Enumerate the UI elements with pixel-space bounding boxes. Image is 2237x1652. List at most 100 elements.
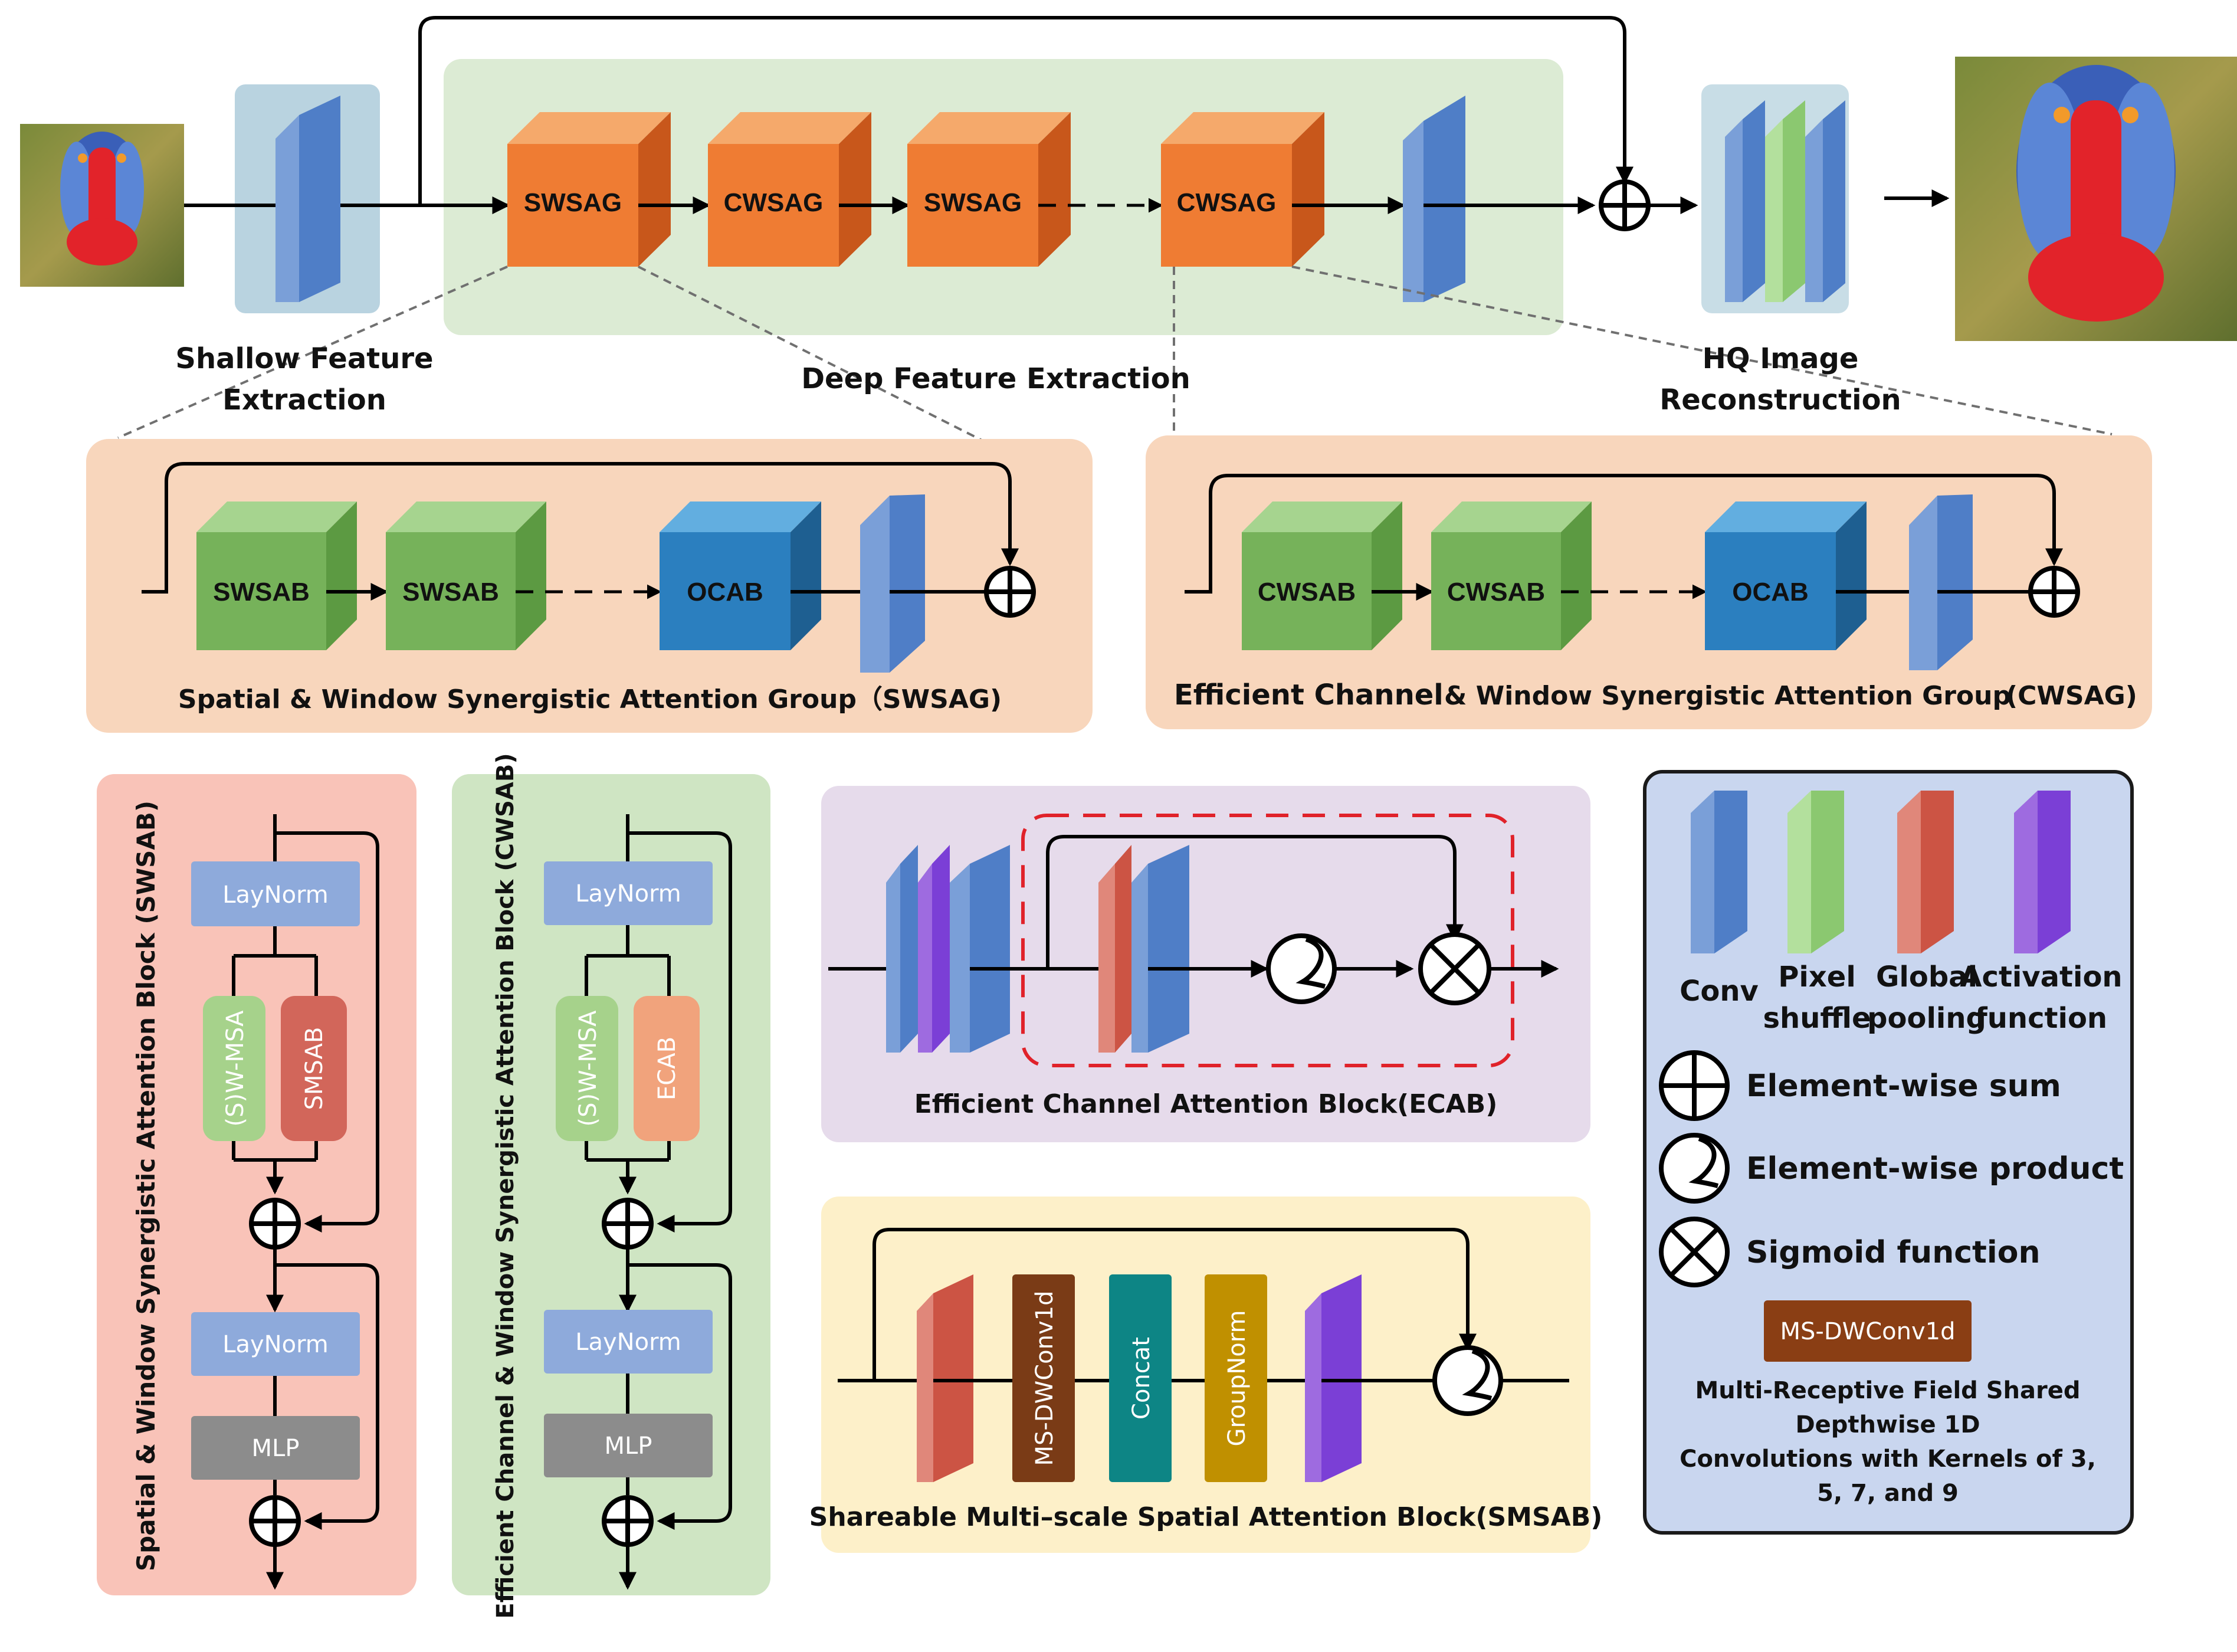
svg-text:MS-DWConv1d: MS-DWConv1d bbox=[1780, 1318, 1956, 1345]
swsab-mlp: MLP bbox=[191, 1416, 360, 1480]
cwsab-branch-b: ECAB bbox=[634, 996, 700, 1141]
legend-sigmoid-icon bbox=[1659, 1217, 1730, 1287]
smsab-activation-layer bbox=[1305, 1274, 1362, 1482]
svg-text:CWSAG: CWSAG bbox=[724, 188, 824, 217]
legend-act-label-1: Activation bbox=[1960, 961, 2122, 994]
legend-sigmoid-label: Sigmoid function bbox=[1746, 1235, 2040, 1270]
cwsag-title-c: (CWSAG) bbox=[2006, 681, 2137, 711]
legend-pool-label-2: pooling bbox=[1867, 1002, 1986, 1035]
top-block-4: CWSAG bbox=[1161, 112, 1324, 267]
top-block-1: SWSAG bbox=[507, 112, 671, 267]
smsab-product-icon bbox=[1432, 1345, 1503, 1416]
shallow-label-1: Shallow Feature bbox=[175, 342, 433, 375]
top-block-3: SWSAG bbox=[907, 112, 1071, 267]
legend-pixel-label-1: Pixel bbox=[1778, 961, 1856, 994]
output-image bbox=[1955, 57, 2237, 341]
swsab-sum1-icon bbox=[249, 1198, 301, 1250]
svg-text:LayNorm: LayNorm bbox=[222, 881, 329, 909]
input-image bbox=[20, 124, 184, 287]
svg-text:SWSAB: SWSAB bbox=[213, 578, 310, 607]
cwsab-panel bbox=[452, 774, 770, 1595]
swsab-sum2-icon bbox=[249, 1495, 301, 1547]
svg-text:Concat: Concat bbox=[1128, 1337, 1155, 1420]
ecab-highlight bbox=[1021, 814, 1514, 1067]
legend-pool-swatch bbox=[1897, 791, 1954, 953]
legend-conv-label: Conv bbox=[1680, 975, 1759, 1008]
swsab-title: Spatial & Window Synergistic Attention B… bbox=[132, 801, 160, 1571]
legend-product-icon bbox=[1659, 1133, 1730, 1204]
svg-text:OCAB: OCAB bbox=[687, 578, 763, 607]
legend-desc-2: Depthwise 1D bbox=[1795, 1411, 1980, 1438]
swsab-norm1: LayNorm bbox=[191, 861, 360, 926]
svg-text:SWSAG: SWSAG bbox=[524, 188, 622, 217]
swsag-conv-layer bbox=[860, 494, 925, 673]
shallow-label-2: Extraction bbox=[222, 384, 386, 417]
swsab-branch-b: SMSAB bbox=[281, 996, 347, 1141]
svg-text:MLP: MLP bbox=[605, 1433, 652, 1460]
smsab-concat-block: Concat bbox=[1109, 1274, 1172, 1482]
ecab-activation-icon bbox=[1266, 933, 1337, 1004]
legend-pixel-swatch bbox=[1787, 791, 1844, 953]
legend-sum-icon bbox=[1659, 1050, 1730, 1121]
swsab-connectors bbox=[232, 814, 379, 1590]
cwsag-title-b: & Window Synergistic Attention Group bbox=[1444, 681, 2011, 711]
smsab-title: Shareable Multi–scale Spatial Attention … bbox=[809, 1502, 1603, 1532]
swsag-title: Spatial & Window Synergistic Attention G… bbox=[178, 684, 1002, 714]
smsab-groupnorm-block: GroupNorm bbox=[1205, 1274, 1267, 1482]
cwsab-title: Efficient Channel & Window Synergistic A… bbox=[492, 753, 519, 1618]
deep-conv-layer bbox=[1403, 96, 1465, 302]
svg-text:(S)W-MSA: (S)W-MSA bbox=[222, 1010, 249, 1127]
legend-conv-swatch bbox=[1691, 791, 1747, 953]
svg-text:GroupNorm: GroupNorm bbox=[1224, 1310, 1251, 1447]
cwsab-sum2-icon bbox=[602, 1495, 654, 1547]
hq-label-1: HQ Image bbox=[1703, 342, 1859, 375]
legend-sum-label: Element-wise sum bbox=[1746, 1068, 2061, 1104]
cwsab-sum1-icon bbox=[602, 1198, 654, 1250]
smsab-msdw-block: MS-DWConv1d bbox=[1012, 1274, 1075, 1482]
cwsag-sum-icon bbox=[2028, 566, 2080, 618]
svg-text:SWSAB: SWSAB bbox=[402, 578, 499, 607]
svg-text:CWSAG: CWSAG bbox=[1177, 188, 1277, 217]
svg-text:LayNorm: LayNorm bbox=[575, 1329, 681, 1356]
svg-text:LayNorm: LayNorm bbox=[575, 880, 681, 907]
legend-product-label: Element-wise product bbox=[1746, 1151, 2124, 1186]
swsab-panel bbox=[97, 774, 416, 1595]
swsab-norm2: LayNorm bbox=[191, 1312, 360, 1376]
svg-text:ECAB: ECAB bbox=[654, 1037, 681, 1100]
cwsag-block-1: CWSAB bbox=[1242, 502, 1402, 650]
deep-label: Deep Feature Extraction bbox=[801, 362, 1190, 395]
swsag-sum-icon bbox=[984, 566, 1036, 618]
svg-text:MS-DWConv1d: MS-DWConv1d bbox=[1031, 1291, 1058, 1466]
legend-pool-label-1: Global bbox=[1876, 961, 1977, 994]
legend-desc-1: Multi-Receptive Field Shared bbox=[1695, 1377, 2081, 1404]
swsab-branch-a: (S)W-MSA bbox=[203, 996, 265, 1141]
svg-text:LayNorm: LayNorm bbox=[222, 1331, 329, 1358]
legend-pixel-label-2: shuffle bbox=[1763, 1002, 1871, 1035]
legend-desc-4: 5, 7, and 9 bbox=[1817, 1480, 1959, 1507]
cwsab-branch-a: (S)W-MSA bbox=[556, 996, 618, 1141]
cwsag-title-a: Efficient Channel bbox=[1174, 678, 1444, 712]
zoom-guides bbox=[117, 266, 2113, 442]
cwsag-block-2: CWSAB bbox=[1431, 502, 1592, 650]
ecab-title: Efficient Channel Attention Block(ECAB) bbox=[914, 1089, 1498, 1119]
legend-msdw-swatch: MS-DWConv1d bbox=[1764, 1300, 1972, 1362]
swsag-block-1: SWSAB bbox=[196, 502, 357, 650]
svg-text:CWSAB: CWSAB bbox=[1258, 578, 1356, 607]
cwsab-mlp: MLP bbox=[544, 1414, 713, 1477]
ecab-panel bbox=[821, 786, 1590, 1142]
svg-text:SMSAB: SMSAB bbox=[301, 1027, 328, 1110]
ecab-product-icon bbox=[1418, 932, 1491, 1005]
smsab-pool-layer bbox=[917, 1274, 973, 1482]
top-block-2: CWSAG bbox=[708, 112, 871, 267]
cwsab-norm2: LayNorm bbox=[544, 1310, 713, 1374]
hq-label-2: Reconstruction bbox=[1659, 384, 1901, 417]
svg-text:CWSAB: CWSAB bbox=[1447, 578, 1545, 607]
cwsag-block-3: OCAB bbox=[1705, 502, 1867, 650]
legend-desc-3: Convolutions with Kernels of 3, bbox=[1680, 1446, 2096, 1473]
svg-text:MLP: MLP bbox=[252, 1435, 300, 1462]
cwsag-conv-layer bbox=[1909, 494, 1973, 670]
cwsab-norm1: LayNorm bbox=[544, 861, 713, 925]
svg-text:SWSAG: SWSAG bbox=[924, 188, 1022, 217]
ecab-pool-conv-layers bbox=[1098, 845, 1189, 1053]
